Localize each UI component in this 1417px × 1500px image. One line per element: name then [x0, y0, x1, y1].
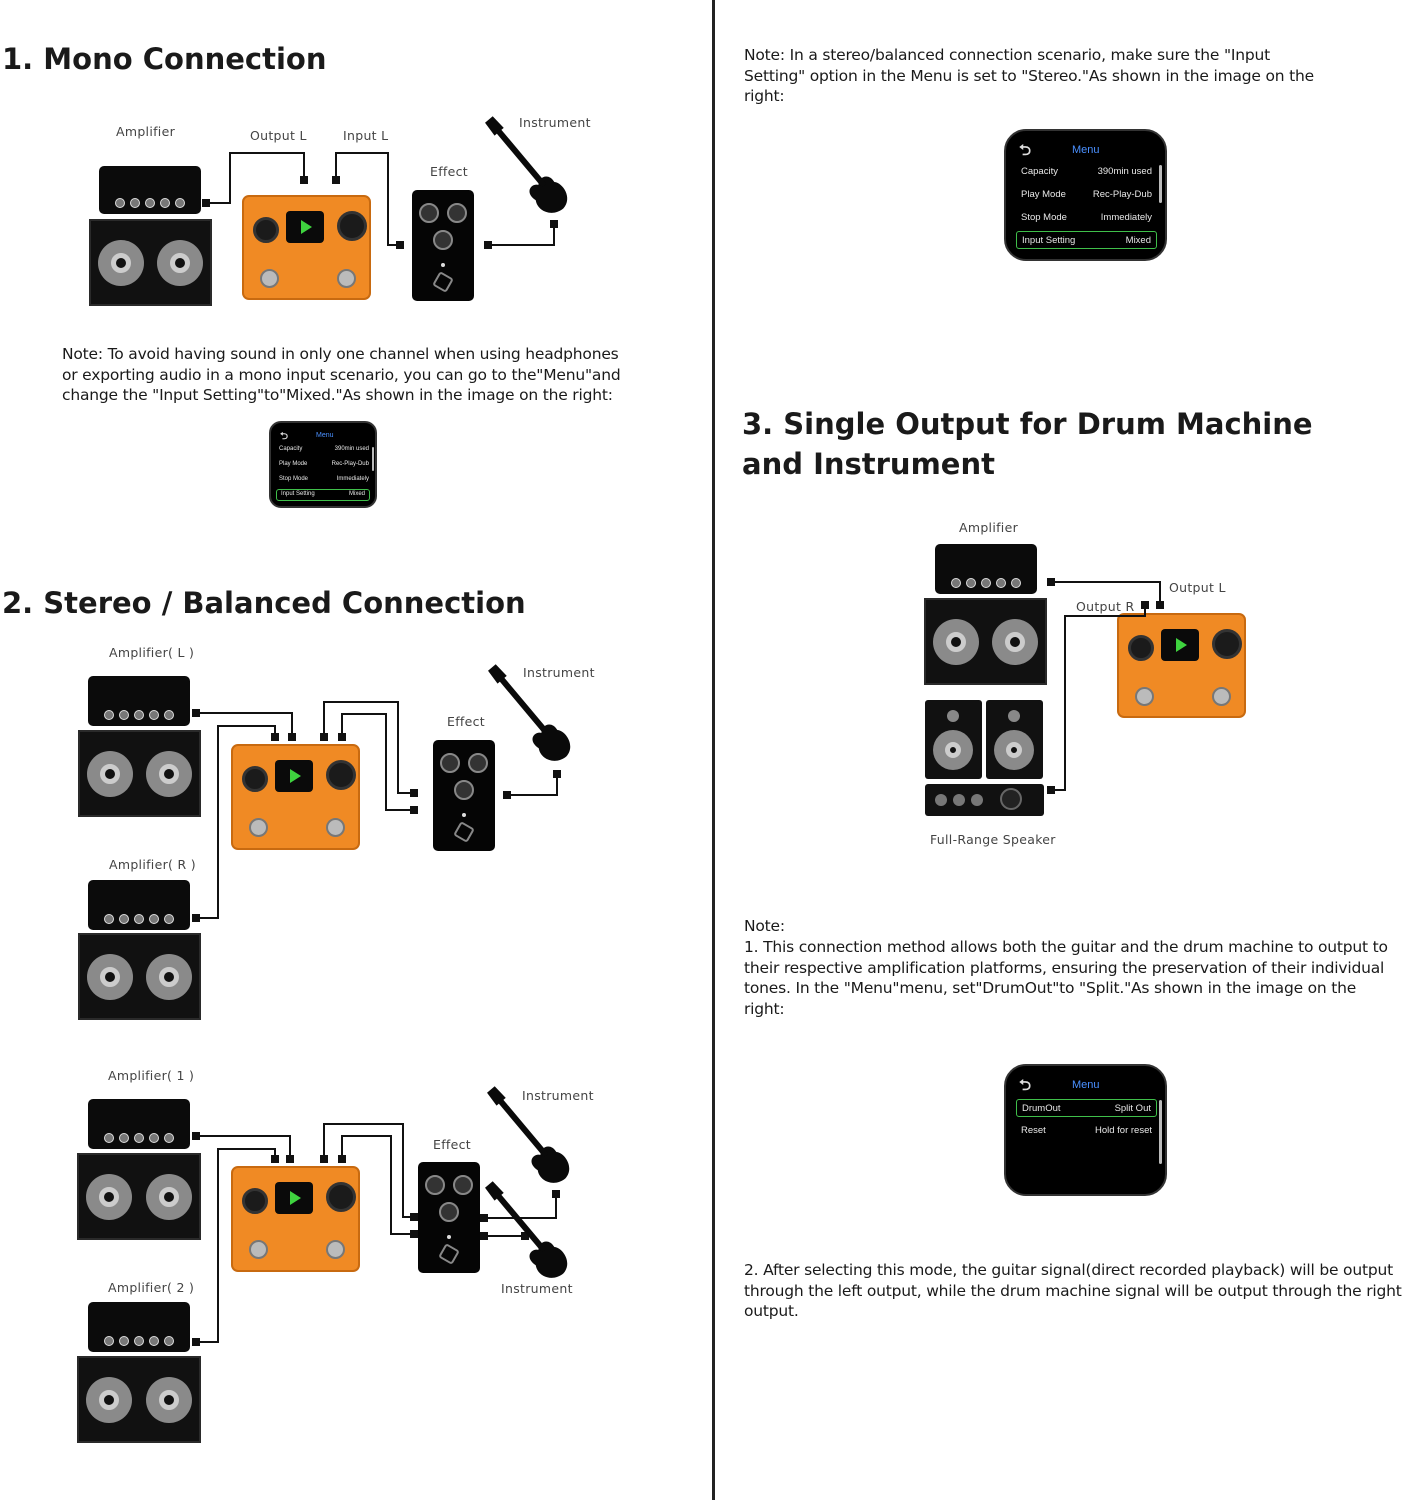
output-l-label: Output L	[250, 128, 307, 143]
effect-pedal	[412, 190, 474, 301]
section3-title: 3. Single Output for Drum Machine and In…	[742, 407, 1313, 481]
menu-scrollbar	[372, 447, 374, 471]
instrument-label-b-top: Instrument	[522, 1088, 594, 1103]
full-range-speaker	[924, 699, 1045, 817]
back-icon: ⮌	[1019, 142, 1032, 159]
amplifier-cabinet-l	[78, 730, 201, 817]
section1-note: Note: To avoid having sound in only one …	[62, 345, 621, 404]
guitar-icons	[485, 116, 571, 1278]
full-range-speaker-label: Full-Range Speaker	[930, 832, 1056, 847]
looper-pedal	[242, 195, 371, 300]
looper-pedal-3	[1117, 613, 1246, 718]
menu-scrollbar	[1159, 165, 1162, 203]
section3-note-1: 1. This connection method allows both th…	[744, 938, 1388, 1018]
amplifier-cabinet-3	[924, 598, 1047, 685]
menu-scrollbar	[1159, 1100, 1162, 1164]
back-icon: ⮌	[280, 431, 289, 442]
effect-pedal-b	[418, 1162, 480, 1273]
amplifier-head-3	[935, 544, 1037, 594]
menu-title: Menu	[1072, 144, 1100, 156]
output-l-label-3: Output L	[1169, 580, 1226, 595]
effect-label-b: Effect	[433, 1137, 471, 1152]
amp-knobs	[99, 198, 201, 208]
effect-label-a: Effect	[447, 714, 485, 729]
input-l-label: Input L	[343, 128, 389, 143]
amplifier-head-r	[88, 880, 190, 930]
effect-label: Effect	[430, 164, 468, 179]
amplifier-cabinet	[89, 219, 212, 306]
amplifier-label-3: Amplifier	[959, 520, 1019, 535]
amp-1-label: Amplifier( 1 )	[108, 1068, 195, 1083]
section3-note-heading: Note:	[744, 917, 785, 935]
amplifier-cabinet-r	[78, 933, 201, 1020]
amplifier-head	[99, 166, 201, 214]
amplifier-head-1	[88, 1099, 190, 1149]
instrument-label-a: Instrument	[523, 665, 595, 680]
looper-pedal-a	[231, 744, 360, 850]
amplifier-cabinet-1	[77, 1153, 201, 1240]
back-icon: ⮌	[1019, 1077, 1032, 1094]
right-note-top: Note: In a stereo/balanced connection sc…	[744, 46, 1314, 105]
menu-title: Menu	[1072, 1079, 1100, 1091]
column-divider	[712, 0, 715, 1500]
section3-note-2: 2. After selecting this mode, the guitar…	[744, 1261, 1402, 1320]
amp-2-label: Amplifier( 2 )	[108, 1280, 195, 1295]
amp-r-label: Amplifier( R )	[109, 857, 196, 872]
amplifier-cabinet-2	[77, 1356, 201, 1443]
looper-pedal-b	[231, 1166, 360, 1272]
section1-title: 1. Mono Connection	[2, 42, 327, 76]
amplifier-head-l	[88, 676, 190, 726]
effect-pedal-a	[433, 740, 495, 851]
amplifier-label: Amplifier	[116, 124, 176, 139]
instrument-label: Instrument	[519, 115, 591, 130]
amplifier-head-2	[88, 1302, 190, 1352]
output-r-label-3: Output R	[1076, 599, 1135, 614]
menu-title: Menu	[316, 432, 334, 439]
section2-title: 2. Stereo / Balanced Connection	[2, 586, 526, 620]
instrument-label-b-bottom: Instrument	[501, 1281, 573, 1296]
amp-l-label: Amplifier( L )	[109, 645, 195, 660]
